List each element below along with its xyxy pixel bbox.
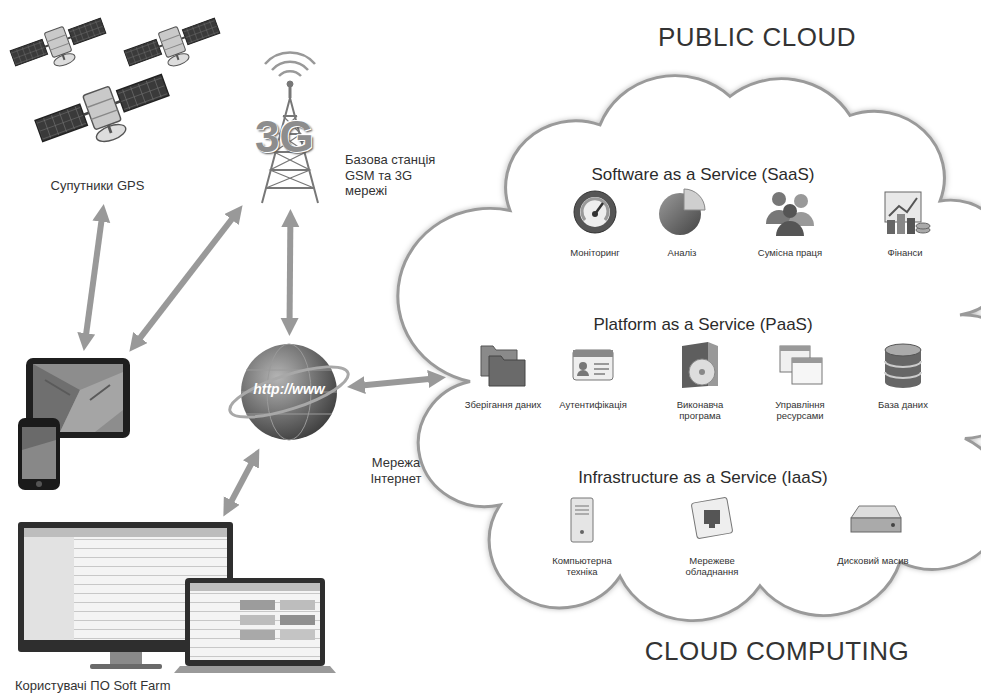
internet-globe: http://wwwМережа Інтернет: [235, 340, 343, 445]
node-text: Користувачі ПО Soft Farm: [15, 678, 215, 694]
node-text: http://www: [239, 381, 339, 397]
folders-icon: [481, 346, 525, 386]
node-text: Базова станція GSM та 3G мережі: [345, 152, 457, 199]
network-socket-icon: [691, 497, 733, 539]
node-text: Фінанси: [863, 248, 947, 259]
user-computers: [18, 522, 336, 673]
service-icon: Зберігання даних: [461, 342, 547, 420]
windows-icon: [780, 346, 822, 384]
gauge-icon: [574, 191, 616, 233]
finance-icon: [885, 192, 930, 234]
satellites-group: Супутники GPS: [15, 5, 220, 200]
double-arrow: [359, 378, 434, 385]
node-text: Супутники GPS: [15, 178, 180, 194]
node-text: Мережеве обладнання: [670, 556, 754, 578]
node-text: Дисковий масив: [831, 556, 915, 567]
service-icon: Моніторинг: [553, 190, 639, 268]
double-arrow: [229, 459, 254, 506]
software-box-icon: [682, 342, 718, 388]
double-arrow: [287, 221, 294, 324]
node-text: Виконавча програма: [658, 400, 742, 422]
service-icon: Мережеве обладнання: [670, 496, 756, 580]
pie-icon: [659, 189, 705, 235]
service-icon: Аутентифікація: [551, 342, 637, 420]
internet-globe: [225, 344, 353, 440]
node-subtext: CLOUD COMPUTING: [587, 636, 967, 667]
node-text: Сумісна праця: [748, 248, 832, 259]
service-icon: Сумісна праця: [748, 190, 834, 268]
service-band: Infrastructure as a Service (IaaS) Компью…: [535, 468, 925, 590]
database-icon: [885, 344, 921, 388]
service-icon: Виконавча програма: [658, 342, 744, 424]
service-icon: Аналіз: [640, 190, 726, 268]
service-icon: Компьютерна техніка: [540, 496, 626, 580]
node-text: Platform as a Service (PaaS): [535, 315, 871, 335]
node-text: Infrastructure as a Service (IaaS): [535, 468, 871, 488]
cloud-outline: [398, 76, 981, 621]
service-band: Platform as a Service (PaaS) Зберігання д…: [460, 315, 955, 427]
service-icon: Дисковий масив: [831, 496, 917, 574]
service-icon: Фінанси: [863, 190, 949, 268]
tower-label: 3G: [255, 112, 339, 162]
service-icon: Управління ресурсами: [758, 342, 844, 424]
node-text: Управління ресурсами: [758, 400, 842, 422]
disk-array-icon: [851, 506, 901, 532]
mobile-devices: [15, 355, 133, 492]
double-arrow: [137, 215, 236, 343]
node-text: База даних: [861, 400, 945, 411]
people-icon: [766, 192, 814, 236]
node-text: Моніторинг: [553, 248, 637, 259]
node-text: Компьютерна техніка: [540, 556, 624, 578]
node-text: Аналіз: [640, 248, 724, 259]
mobile-devices: [18, 358, 130, 490]
public-cloud: PUBLIC CLOUDCLOUD COMPUTINGSoftware as a…: [450, 68, 975, 635]
node-text: Зберігання даних: [461, 400, 545, 411]
user-computers: Користувачі ПО Soft Farm: [15, 520, 335, 695]
service-icon: База даних: [861, 342, 947, 420]
node-text: Software as a Service (SaaS): [535, 165, 871, 185]
gps-satellites: [8, 13, 225, 162]
service-band: Software as a Service (SaaS) МоніторингАн…: [535, 165, 960, 270]
node-subtext: Мережа Інтернет: [355, 455, 437, 486]
node-text: PUBLIC CLOUD: [607, 22, 907, 53]
double-arrow: [85, 216, 102, 339]
node-text: Аутентифікація: [551, 400, 635, 411]
id-card-icon: [573, 350, 613, 380]
server-icon: [571, 498, 593, 542]
